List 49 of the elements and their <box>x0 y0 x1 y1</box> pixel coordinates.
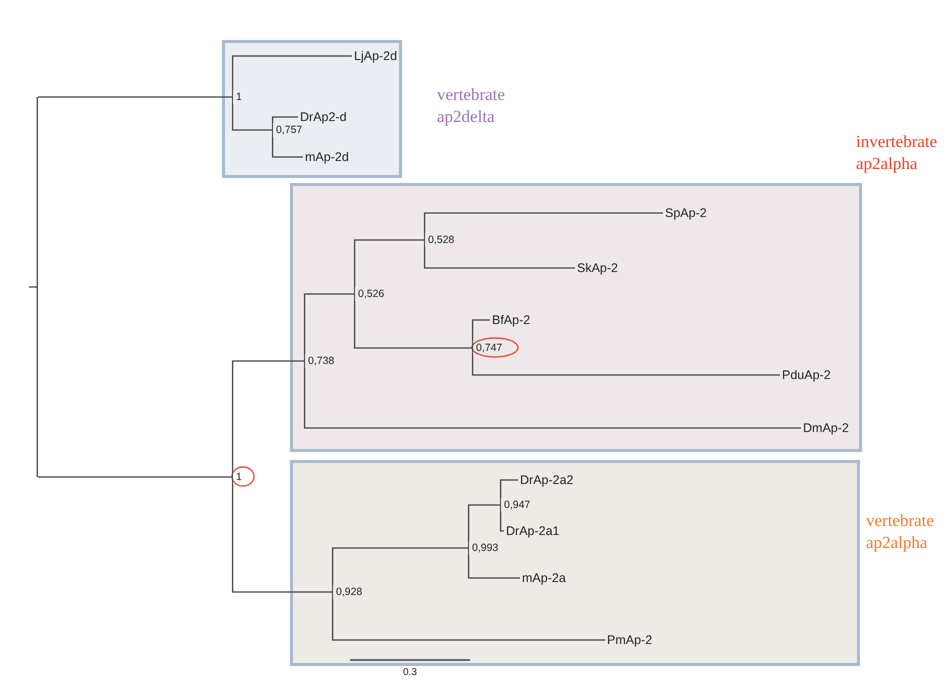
support-value: 0,738 <box>304 354 334 368</box>
support-value: 0,993 <box>468 541 498 555</box>
clade-label: vertebrate ap2alpha <box>866 510 935 554</box>
root-branch <box>29 96 38 478</box>
tree-branch <box>500 479 518 498</box>
tree-branch <box>304 368 801 429</box>
tree-branch <box>424 247 575 269</box>
taxon-label: SpAp-2 <box>663 205 707 221</box>
clade-label: invertebrate ap2alpha <box>856 131 938 175</box>
tree-branch <box>232 484 332 593</box>
taxon-label: BfAp-2 <box>490 312 530 328</box>
support-value: 0,747 <box>472 341 502 355</box>
support-value: 0,947 <box>500 498 530 512</box>
support-value: 1 <box>232 90 242 104</box>
tree-branch <box>472 355 780 376</box>
support-value: 0,528 <box>424 233 454 247</box>
taxon-label: mAp-2d <box>303 149 349 165</box>
support-value: 1 <box>232 470 242 484</box>
taxon-label: DrAp-2a2 <box>518 472 574 488</box>
taxon-label: DmAp-2 <box>801 420 849 436</box>
tree-branch <box>232 360 304 470</box>
taxon-label: mAp-2a <box>520 570 566 586</box>
tree-branch <box>468 504 500 541</box>
tree-branch <box>472 319 490 341</box>
tree-branch <box>332 547 468 585</box>
tree-branch <box>424 212 663 233</box>
taxon-label: SkAp-2 <box>575 260 618 276</box>
tree-branch <box>500 512 504 532</box>
support-value: 0,757 <box>272 123 302 137</box>
taxon-label: DrAp2-d <box>298 109 347 125</box>
support-value: 0,928 <box>332 585 362 599</box>
tree-branch <box>468 555 520 579</box>
tree-branch <box>304 293 354 354</box>
tree-branch <box>38 476 232 478</box>
support-value: 0,526 <box>354 287 384 301</box>
scale-label: 0.3 <box>403 667 417 678</box>
taxon-label: LjAp-2d <box>352 48 398 64</box>
taxon-label: PmAp-2 <box>605 632 652 648</box>
tree-branch <box>272 116 298 123</box>
taxon-label: DrAp-2a1 <box>504 523 560 539</box>
tree-branch <box>232 104 272 131</box>
tree-branch <box>332 599 605 641</box>
tree-branch <box>232 55 352 90</box>
tree-branch <box>354 239 424 287</box>
tree-branch <box>38 96 232 98</box>
clade-label: vertebrate ap2delta <box>437 84 506 128</box>
tree-branch <box>272 137 303 158</box>
taxon-label: PduAp-2 <box>780 367 831 383</box>
tree-branch <box>354 301 472 349</box>
